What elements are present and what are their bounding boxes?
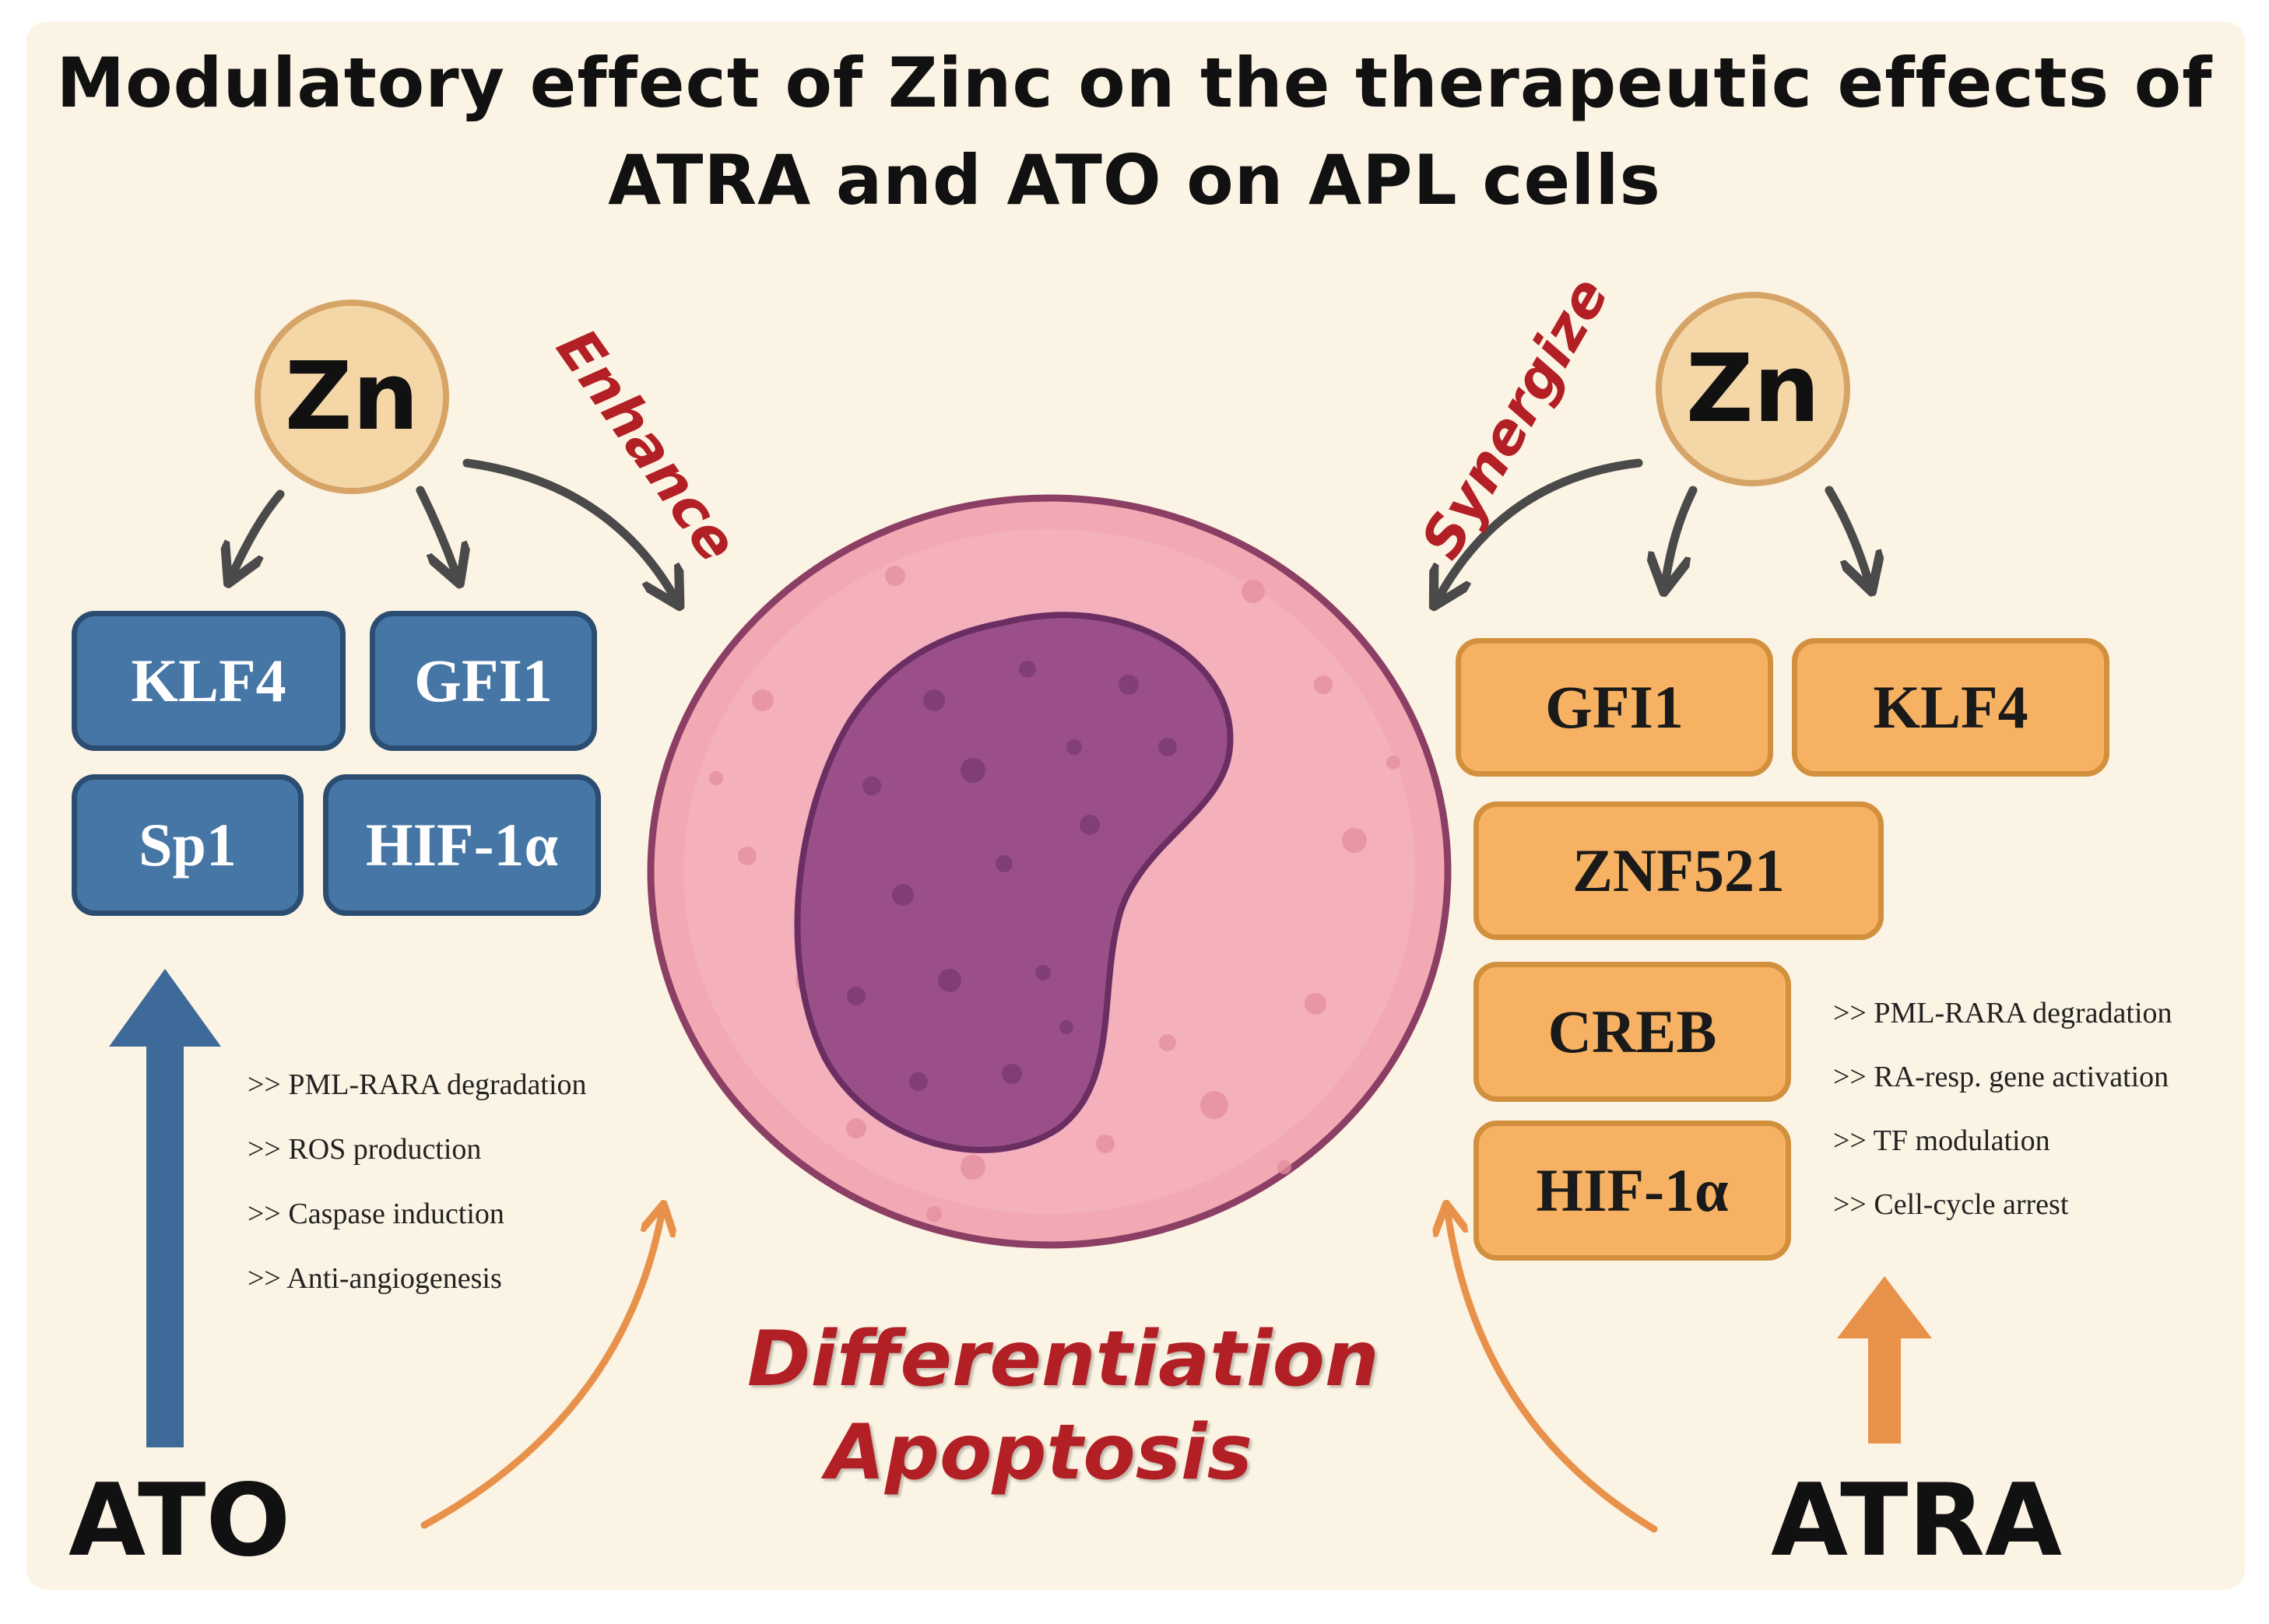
outcome-differentiation: Differentiation [747, 1315, 1379, 1404]
target-znf521-right: ZNF521 [1473, 801, 1884, 940]
atra-effect-1: >> PML-RARA degradation [1833, 997, 2172, 1029]
arrow-atra-to-cell [1448, 1214, 1658, 1533]
arrow-zn-to-klf4-left [234, 489, 285, 572]
ato-effect-2: >> ROS production [248, 1133, 482, 1166]
title-line-2: ATRA and ATO on APL cells [608, 140, 1661, 220]
ato-effect-3: >> Caspase induction [248, 1198, 504, 1230]
target-hif1a-left: HIF-1α [323, 774, 601, 916]
arrow-zn-to-gfi1-right [1666, 486, 1698, 580]
arrow-ato-to-cell [420, 1214, 662, 1529]
arrow-zn-to-klf4-right [1825, 486, 1868, 580]
outcome-apoptosis: Apoptosis [826, 1408, 1252, 1497]
ato-effect-4: >> Anti-angiogenesis [248, 1262, 502, 1295]
target-gfi1-left: GFI1 [370, 611, 597, 751]
atra-effect-3: >> TF modulation [1833, 1124, 2050, 1157]
zinc-circle-left: Zn [255, 300, 449, 494]
target-gfi1-right: GFI1 [1456, 638, 1773, 777]
atra-up-arrow [1837, 1276, 1932, 1443]
target-klf4-right: KLF4 [1792, 638, 2109, 777]
apl-cell [647, 494, 1452, 1249]
target-creb-right: CREB [1473, 962, 1791, 1102]
arrow-zn-enhance-cell [462, 458, 673, 595]
ato-up-arrow [109, 969, 221, 1447]
atra-effect-4: >> Cell-cycle arrest [1833, 1188, 2069, 1221]
atra-effect-2: >> RA-resp. gene activation [1833, 1061, 2169, 1093]
arrow-zn-synergize-cell [1440, 458, 1643, 595]
drug-label-ato: ATO [68, 1463, 291, 1579]
target-hif1a-right: HIF-1α [1473, 1121, 1791, 1261]
drug-label-atra: ATRA [1771, 1463, 2063, 1579]
target-klf4-left: KLF4 [72, 611, 346, 751]
arrow-zn-to-gfi1-left [416, 486, 455, 572]
ato-effect-1: >> PML-RARA degradation [248, 1068, 587, 1101]
target-sp1-left: Sp1 [72, 774, 304, 916]
nucleus-spots [847, 661, 1177, 1091]
title-line-1: Modulatory effect of Zinc on the therape… [56, 43, 2213, 123]
nucleus [794, 612, 1234, 1153]
zinc-circle-right: Zn [1656, 292, 1850, 486]
